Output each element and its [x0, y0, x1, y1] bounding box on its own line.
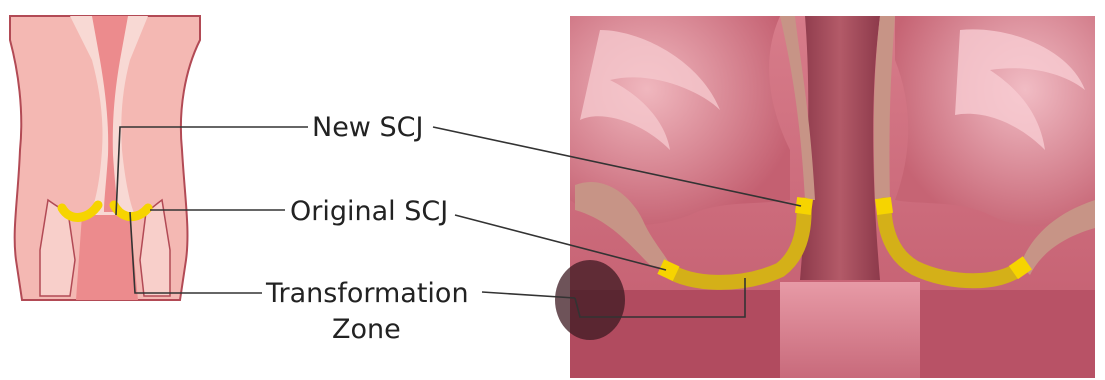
- dark-shadow: [555, 260, 625, 340]
- canal-lumen: [800, 16, 880, 280]
- label-original-scj: Original SCJ: [290, 196, 448, 227]
- cervix-closeup: [555, 16, 1095, 378]
- new-scj-marker-right: [875, 197, 893, 215]
- cervix-schematic: [10, 16, 200, 300]
- label-transformation-zone-line2: Zone: [332, 314, 401, 345]
- label-transformation-zone-line1: Transformation: [265, 278, 469, 309]
- label-new-scj: New SCJ: [312, 112, 423, 143]
- floor-center: [780, 282, 920, 378]
- floor-right: [920, 290, 1095, 378]
- lower-opening: [76, 215, 138, 300]
